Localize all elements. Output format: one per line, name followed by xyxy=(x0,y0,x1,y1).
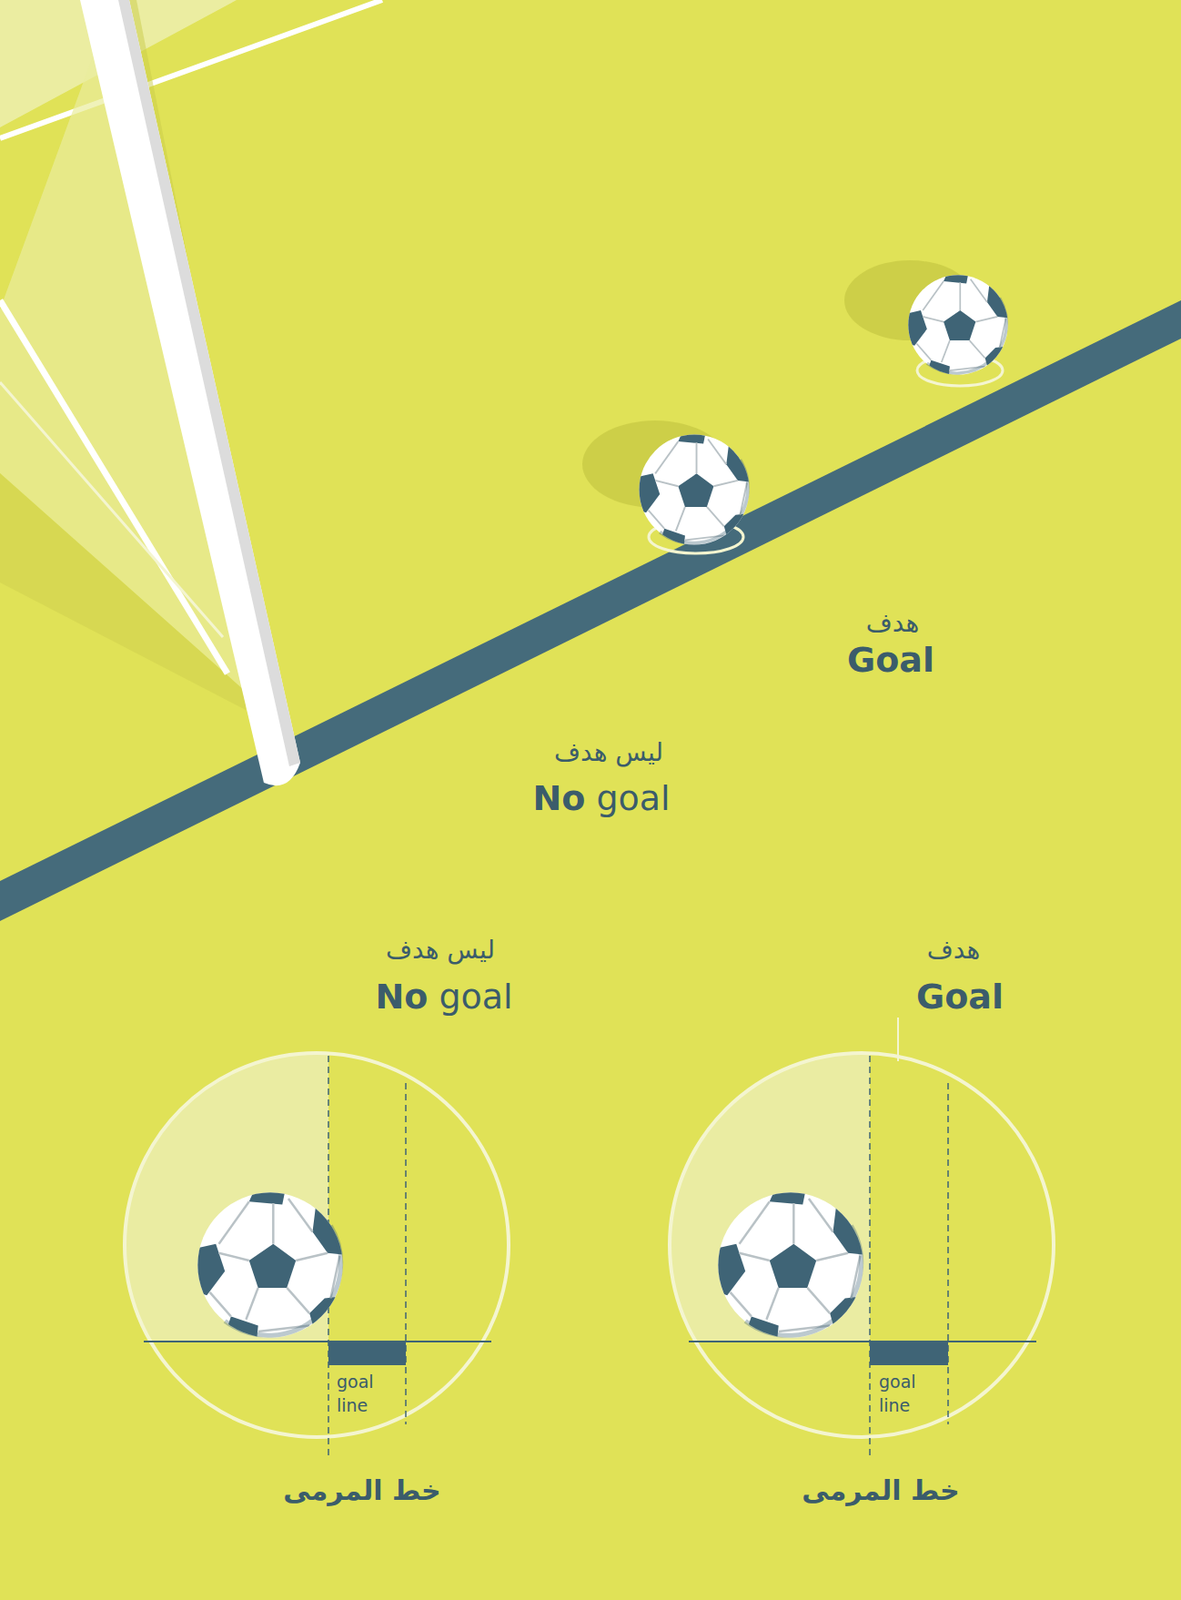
verdict-label: ليس هدف xyxy=(554,736,664,768)
verdict-label: ليس هدف xyxy=(385,934,495,965)
goal-line-tag: goal line xyxy=(878,1370,916,1417)
verdict-label: هدف xyxy=(866,607,920,638)
verdict-label: Goal xyxy=(847,639,935,680)
verdict-label: خط المرمى xyxy=(282,1473,441,1506)
verdict-label: هدف xyxy=(927,934,981,965)
verdict-label: No goal xyxy=(532,777,670,818)
goal-line-tag: goal line xyxy=(336,1370,374,1417)
verdict-label: Goal xyxy=(916,976,1004,1017)
verdict-label: No goal xyxy=(374,976,513,1017)
verdict-label: خط المرمى xyxy=(801,1473,959,1506)
